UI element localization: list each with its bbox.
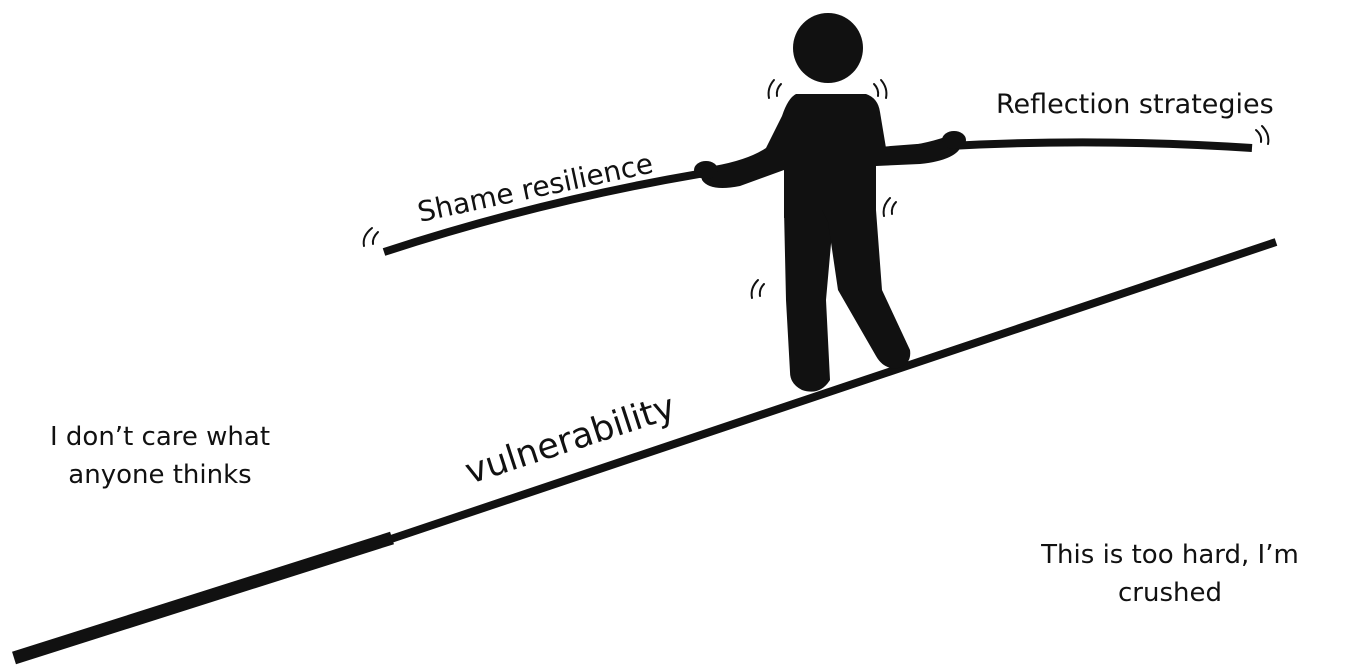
figure-right-leg <box>822 210 911 369</box>
figure-left-hand <box>694 161 718 179</box>
wobble-mark-head-right <box>873 79 888 99</box>
figure-torso <box>701 94 962 218</box>
wobble-mark-pole-right <box>1255 125 1270 145</box>
label-left-line-1: I don’t care what <box>50 422 270 452</box>
label-right-line-1: This is too hard, I’m <box>1040 540 1299 570</box>
tightrope <box>12 238 1278 665</box>
tightrope-walker-icon <box>694 13 966 392</box>
tightrope-upper-segment <box>386 238 1278 544</box>
figure-right-hand <box>942 131 966 149</box>
label-left-line-2: anyone thinks <box>68 460 251 490</box>
wobble-mark-pole-left <box>362 227 379 247</box>
wobble-mark-hip <box>882 197 897 217</box>
wobble-lines-icon <box>362 79 1270 299</box>
wobble-mark-leg <box>750 279 765 299</box>
wobble-mark-head-left <box>767 79 782 99</box>
label-right-line-2: crushed <box>1118 578 1222 608</box>
figure-left-leg <box>784 210 834 392</box>
label-reflection-strategies: Reflection strategies <box>996 89 1274 120</box>
tightrope-lower-segment <box>12 531 394 665</box>
figure-head <box>793 13 863 83</box>
